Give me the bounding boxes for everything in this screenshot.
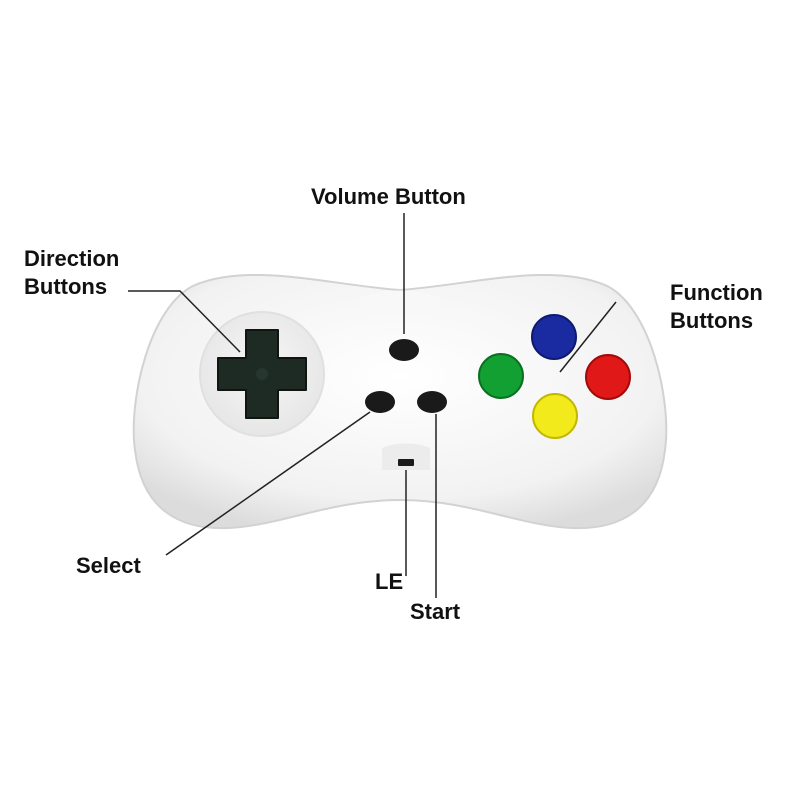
led-indicator [398, 459, 414, 466]
leader-function [559, 301, 617, 373]
leader-lines [128, 213, 617, 598]
start-button[interactable] [417, 391, 447, 413]
dpad-center [256, 368, 268, 380]
select-button[interactable] [365, 391, 395, 413]
function-buttons-label-line1: Function [670, 280, 763, 305]
function-button-red[interactable] [585, 354, 631, 400]
direction-buttons-label-line2: Buttons [24, 274, 108, 299]
led-label: LE [375, 569, 404, 594]
direction-buttons-label-line1: Direction [24, 246, 120, 271]
volume-button-label: Volume Button [311, 184, 466, 209]
function-button-yellow[interactable] [532, 393, 578, 439]
volume-button[interactable] [389, 339, 419, 361]
controller-bridge [360, 290, 440, 320]
function-button-green[interactable] [478, 353, 524, 399]
select-label: Select [76, 553, 141, 578]
led-recess [382, 443, 430, 470]
leader-select [165, 411, 371, 556]
function-button-blue[interactable] [531, 314, 577, 360]
function-buttons-label-line2: Buttons [670, 308, 754, 333]
start-label: Start [410, 599, 461, 624]
leader-direction [128, 290, 241, 353]
